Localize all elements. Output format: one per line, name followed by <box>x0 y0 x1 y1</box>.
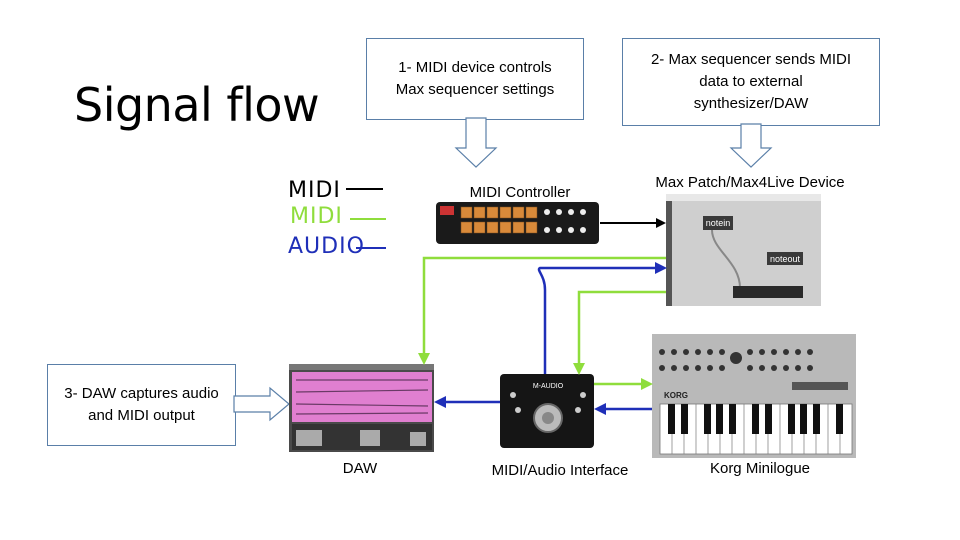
midi-controller-image <box>436 202 599 244</box>
callout-2-down-arrow <box>729 123 773 168</box>
legend-midi-black-label: MIDI <box>288 178 341 203</box>
max-patch-caption: Max Patch/Max4Live Device <box>655 174 845 191</box>
korg-minilogue-image <box>652 334 856 458</box>
daw-image <box>289 364 434 452</box>
callout-step-3-line-1: 3- DAW captures audio <box>64 385 219 402</box>
synth-caption: Korg Minilogue <box>709 460 811 477</box>
callout-step-3-line-2: and MIDI output <box>88 407 195 424</box>
callout-3-right-arrow <box>233 386 290 422</box>
legend-midi-green-label: MIDI <box>290 204 343 229</box>
callout-step-2-line-1: 2- Max sequencer sends MIDI <box>650 51 852 68</box>
max-to-daw-midi-wire <box>418 256 666 365</box>
audio-interface-image <box>500 374 594 448</box>
callout-1-down-arrow <box>454 117 498 168</box>
callout-step-1: 1- MIDI device controls Max sequencer se… <box>366 38 584 120</box>
max-noteout-object: noteout <box>770 254 801 264</box>
callout-step-1-line-2: Max sequencer settings <box>395 81 555 98</box>
legend-audio-label: AUDIO <box>288 234 365 259</box>
page-title: Signal flow <box>74 78 320 132</box>
max-notein-object: notein <box>706 218 731 228</box>
callout-step-2-line-2: data to external <box>699 73 803 90</box>
midi-controller-caption: MIDI Controller <box>469 184 571 201</box>
interface-brand-text: M-AUDIO <box>533 383 564 390</box>
max-patch-image <box>666 194 821 306</box>
interface-to-max-audio-wire <box>537 262 667 374</box>
callout-step-3: 3- DAW captures audio and MIDI output <box>47 364 236 446</box>
daw-caption: DAW <box>342 460 378 477</box>
interface-caption: MIDI/Audio Interface <box>491 462 629 479</box>
max-to-interface-midi-wire <box>573 290 666 375</box>
synth-brand-text: KORG <box>664 391 688 400</box>
callout-step-2-line-3: synthesizer/DAW <box>693 95 809 112</box>
callout-step-1-line-1: 1- MIDI device controls <box>398 59 552 76</box>
callout-step-2: 2- Max sequencer sends MIDI data to exte… <box>622 38 880 126</box>
